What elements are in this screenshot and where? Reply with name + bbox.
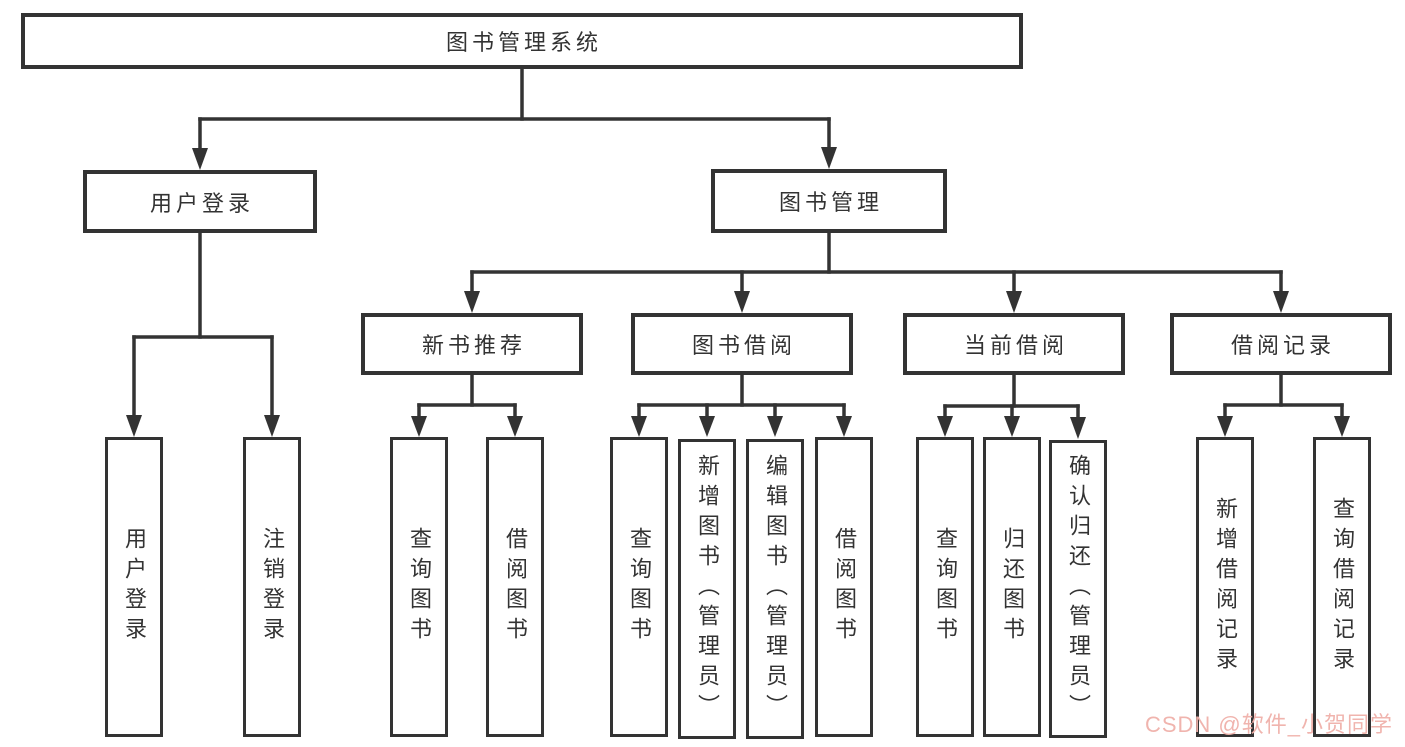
- leaf-query-book-1-label: 查询图书: [407, 527, 432, 647]
- node-user-login-label: 用户登录: [149, 190, 254, 216]
- leaf-user-login: 用户登录: [105, 437, 163, 737]
- leaf-edit-book-admin-label: 编辑图书（管理员）: [763, 454, 788, 724]
- leaf-add-book-admin-label: 新增图书（管理员）: [695, 454, 720, 724]
- leaf-confirm-return-admin: 确认归还（管理员）: [1049, 440, 1107, 738]
- leaf-add-borrow-record-label: 新增借阅记录: [1213, 497, 1238, 677]
- leaf-borrow-book-2: 借阅图书: [815, 437, 873, 737]
- leaf-user-login-label: 用户登录: [122, 527, 147, 647]
- leaf-query-book-3-label: 查询图书: [933, 527, 958, 647]
- leaf-query-book-1: 查询图书: [390, 437, 448, 737]
- node-root: 图书管理系统: [21, 13, 1023, 69]
- leaf-query-borrow-record-label: 查询借阅记录: [1330, 497, 1355, 677]
- node-borrow-record: 借阅记录: [1170, 313, 1392, 375]
- leaf-add-borrow-record: 新增借阅记录: [1196, 437, 1254, 737]
- node-current-borrow: 当前借阅: [903, 313, 1125, 375]
- leaf-query-book-3: 查询图书: [916, 437, 974, 737]
- leaf-return-book: 归还图书: [983, 437, 1041, 737]
- node-new-book-recommend: 新书推荐: [361, 313, 583, 375]
- leaf-logout-label: 注销登录: [260, 527, 285, 647]
- leaf-add-book-admin: 新增图书（管理员）: [678, 439, 736, 739]
- connector-book-management-children: [464, 231, 1289, 313]
- leaf-query-book-2-label: 查询图书: [627, 527, 652, 647]
- leaf-borrow-book-2-label: 借阅图书: [832, 527, 857, 647]
- node-book-management-label: 图书管理: [778, 190, 883, 215]
- leaf-logout: 注销登录: [243, 437, 301, 737]
- node-book-borrow: 图书借阅: [631, 313, 853, 375]
- connector-user-login-children: [126, 231, 280, 437]
- leaf-edit-book-admin: 编辑图书（管理员）: [746, 439, 804, 739]
- connector-book-borrow-children: [631, 373, 852, 437]
- node-book-borrow-label: 图书借阅: [691, 333, 796, 358]
- leaf-query-borrow-record: 查询借阅记录: [1313, 437, 1371, 737]
- node-current-borrow-label: 当前借阅: [963, 333, 1068, 358]
- leaf-borrow-book-1-label: 借阅图书: [503, 527, 528, 647]
- node-root-label: 图书管理系统: [445, 30, 602, 55]
- connector-new-book-children: [411, 373, 523, 437]
- connector-root-to-level1: [192, 67, 837, 170]
- leaf-return-book-label: 归还图书: [1000, 527, 1025, 647]
- watermark-text: CSDN @软件_小贺同学: [1144, 712, 1393, 737]
- node-new-book-recommend-label: 新书推荐: [421, 333, 526, 358]
- leaf-query-book-2: 查询图书: [610, 437, 668, 737]
- connector-borrow-record-children: [1217, 373, 1350, 437]
- node-book-management: 图书管理: [711, 169, 947, 233]
- node-user-login: 用户登录: [83, 170, 317, 233]
- connector-current-borrow-children: [937, 373, 1086, 439]
- node-borrow-record-label: 借阅记录: [1230, 333, 1335, 358]
- leaf-borrow-book-1: 借阅图书: [486, 437, 544, 737]
- leaf-confirm-return-admin-label: 确认归还（管理员）: [1066, 454, 1091, 724]
